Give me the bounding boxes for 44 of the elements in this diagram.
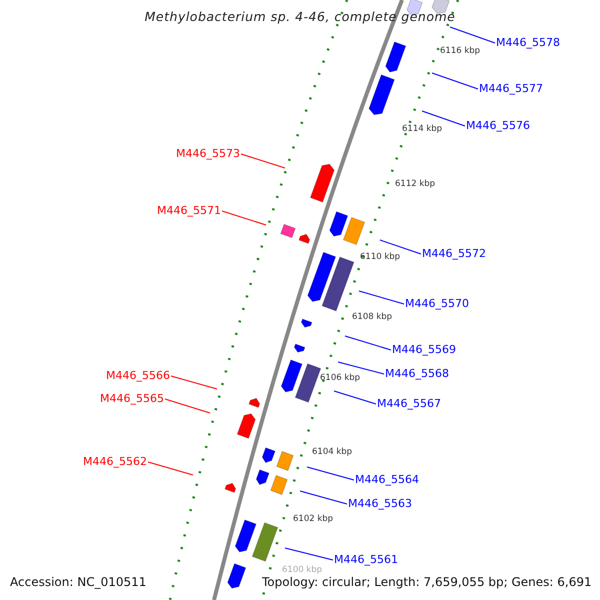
leader-line	[306, 466, 354, 480]
gene-label: M446_5564	[355, 474, 419, 485]
leader-line	[222, 210, 266, 226]
leader-line	[334, 390, 376, 404]
tick-label: 6110 kbp	[360, 253, 400, 262]
leader-line	[164, 398, 210, 414]
leader-line	[432, 72, 478, 90]
tick-label: 6100 kbp	[282, 566, 322, 574]
tick-label: 6102 kbp	[293, 515, 334, 524]
leader-line	[338, 362, 384, 374]
leader-line	[240, 154, 286, 168]
gene-label: M446_5569	[392, 344, 456, 355]
tick-label: 6106 kbp	[320, 374, 360, 382]
gene-label: M446_5573	[176, 148, 240, 159]
leader-line	[450, 26, 496, 44]
tick-label: 6116 kbp	[440, 47, 480, 56]
tick-label: 6108 kbp	[352, 313, 392, 322]
leader-line	[344, 336, 392, 350]
gene-label: M446_5561	[334, 554, 398, 565]
gene-label: M446_5571	[157, 205, 221, 216]
leader-line	[170, 376, 218, 390]
gene-label: M446_5563	[348, 498, 412, 509]
gene-label: M446_5566	[106, 370, 170, 381]
gene-label: M446_5562	[83, 456, 147, 467]
leader-line	[422, 110, 466, 126]
gene-label: M446_5577	[479, 83, 543, 94]
gene-label: M446_5565	[100, 393, 164, 404]
leader-line	[300, 490, 348, 504]
tick-label: 6112 kbp	[395, 180, 436, 188]
gene-label: M446_5570	[405, 298, 469, 309]
genome-summary-text: Topology: circular; Length: 7,659,055 bp; Genes: 6,691	[262, 576, 592, 588]
title: Methylobacterium sp. 4-46, complete genome	[144, 11, 456, 24]
gene-label: M446_5572	[422, 248, 486, 259]
gene-label: M446_5568	[385, 368, 449, 379]
leader-line	[358, 290, 404, 304]
leader-line	[380, 240, 422, 254]
leader-line	[148, 462, 194, 476]
accession-text: Accession: NC_010511	[10, 576, 146, 588]
gene-label: M446_5576	[466, 120, 530, 131]
leader-line	[284, 548, 334, 560]
tick-label: 6114 kbp	[402, 125, 442, 134]
gene-label: M446_5578	[496, 37, 560, 48]
gene-label: M446_5567	[377, 398, 441, 409]
tick-label: 6104 kbp	[312, 448, 352, 456]
